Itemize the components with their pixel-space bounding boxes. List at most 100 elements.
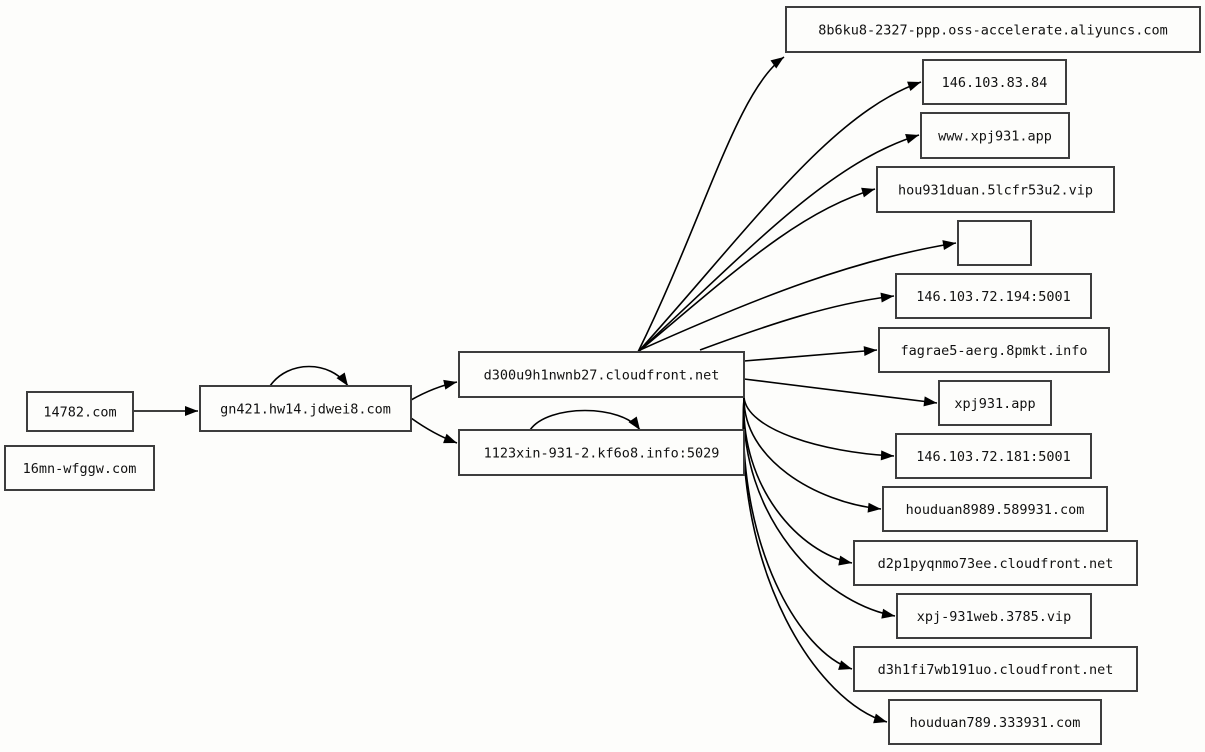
node-box[interactable] [199,385,412,432]
edge-line [637,134,920,353]
edge-arrowhead-icon [942,240,956,251]
node-label: houduan8989.589931.com [906,502,1085,518]
node-box[interactable] [922,59,1067,105]
graph-node[interactable]: houduan789.333931.com [888,699,1102,745]
edge-arrowhead-icon [336,372,348,386]
node-box[interactable] [888,699,1102,745]
node-box[interactable] [4,445,155,491]
node-label: 146.103.72.181:5001 [916,449,1070,465]
node-label: hou931duan.5lcfr53u2.vip [898,183,1093,199]
graph-node[interactable]: xpj931.app [938,380,1052,426]
node-box[interactable] [882,486,1108,532]
graph-edge [269,365,349,387]
graph-node[interactable]: 146.103.72.181:5001 [895,433,1092,479]
edge-line [699,295,895,351]
graph-edge [637,187,876,353]
graph-node[interactable]: d2p1pyqnmo73ee.cloudfront.net [853,540,1138,586]
edge-arrowhead-icon [861,187,875,198]
graph-node[interactable]: hou931duan.5lcfr53u2.vip [876,166,1115,213]
node-label: d3h1fi7wb191uo.cloudfront.net [878,662,1114,678]
graph-node[interactable]: 8b6ku8-2327-ppp.oss-accelerate.aliyuncs.… [785,6,1201,53]
node-label: 16mn-wfggw.com [23,461,137,477]
node-box[interactable] [26,391,134,432]
node-label: d2p1pyqnmo73ee.cloudfront.net [878,556,1114,572]
graph-node[interactable]: d300u9h1nwnb27.cloudfront.net [458,351,745,398]
node-box[interactable] [785,6,1201,53]
edge-line [269,365,349,387]
graph-node[interactable]: 146.103.72.194:5001 [895,273,1092,319]
graph-node[interactable]: xpj-931web.3785.vip [896,593,1092,639]
graph-edge [743,396,895,461]
edge-arrowhead-icon [838,555,852,566]
graph-edge [637,134,920,353]
graph-node[interactable]: 14782.com [26,391,134,432]
edge-arrowhead-icon [881,608,895,619]
graph-edge [743,346,878,362]
edge-arrowhead-icon [873,713,887,724]
graph-node[interactable]: gn421.hw14.jdwei8.com [199,385,412,432]
node-label: fagrae5-aerg.8pmkt.info [901,343,1088,359]
node-box[interactable] [920,112,1070,159]
node-label: xpj931.app [954,396,1035,412]
node-box[interactable] [895,273,1092,319]
graph-node[interactable]: 1123xin-931-2.kf6o8.info:5029 [458,429,745,476]
edge-line [743,349,878,362]
graph-node[interactable] [957,220,1032,266]
node-label: xpj-931web.3785.vip [917,609,1071,625]
graph-edge [133,406,198,416]
graph-edge [699,292,895,351]
graph-edge [743,396,896,619]
node-label: 8b6ku8-2327-ppp.oss-accelerate.aliyuncs.… [818,23,1168,39]
edge-line [743,396,882,510]
edge-layer [133,56,957,724]
edge-arrowhead-icon [443,433,457,444]
graph-node[interactable]: www.xpj931.app [920,112,1070,159]
edge-arrowhead-icon [923,396,937,407]
edge-line [637,188,876,353]
graph-node[interactable]: houduan8989.589931.com [882,486,1108,532]
node-box[interactable] [876,166,1115,213]
graph-edge [639,240,957,351]
node-box[interactable] [896,593,1092,639]
node-box[interactable] [458,429,745,476]
edge-arrowhead-icon [880,292,894,303]
graph-node[interactable]: 16mn-wfggw.com [4,445,155,491]
graph-node[interactable]: fagrae5-aerg.8pmkt.info [878,327,1110,373]
node-box[interactable] [878,327,1110,373]
edge-arrowhead-icon [770,57,784,69]
graph-edge [637,81,922,353]
edge-arrowhead-icon [867,502,881,513]
graph-node[interactable]: 146.103.83.84 [922,59,1067,105]
edge-line [743,396,895,457]
graph-edge [529,409,641,431]
node-box[interactable] [957,220,1032,266]
node-label: 146.103.72.194:5001 [916,289,1070,305]
edge-arrowhead-icon [905,134,919,144]
edge-arrowhead-icon [185,406,198,416]
graph-edge [410,379,458,401]
graph-node[interactable]: d3h1fi7wb191uo.cloudfront.net [853,646,1138,692]
edge-line [639,242,957,351]
node-label: 146.103.83.84 [942,75,1048,91]
node-label: d300u9h1nwnb27.cloudfront.net [484,368,720,384]
graph-edge [637,56,785,353]
node-label: 1123xin-931-2.kf6o8.info:5029 [484,446,720,462]
node-layer: 14782.com 16mn-wfggw.com gn421.hw14.jdwei8… [4,6,1201,745]
graph-edge [410,417,458,444]
node-label: 14782.com [43,405,116,421]
node-box[interactable] [458,351,745,398]
edge-arrowhead-icon [880,450,894,461]
node-box[interactable] [938,380,1052,426]
node-box[interactable] [853,646,1138,692]
node-label: www.xpj931.app [938,129,1052,145]
node-box[interactable] [895,433,1092,479]
edge-arrowhead-icon [863,346,877,357]
node-box[interactable] [853,540,1138,586]
edge-line [529,409,641,431]
edge-arrowhead-icon [628,416,640,430]
edge-arrowhead-icon [838,660,852,670]
edge-arrowhead-icon [907,81,921,92]
graph-edge [743,378,938,407]
edge-line [743,378,938,404]
